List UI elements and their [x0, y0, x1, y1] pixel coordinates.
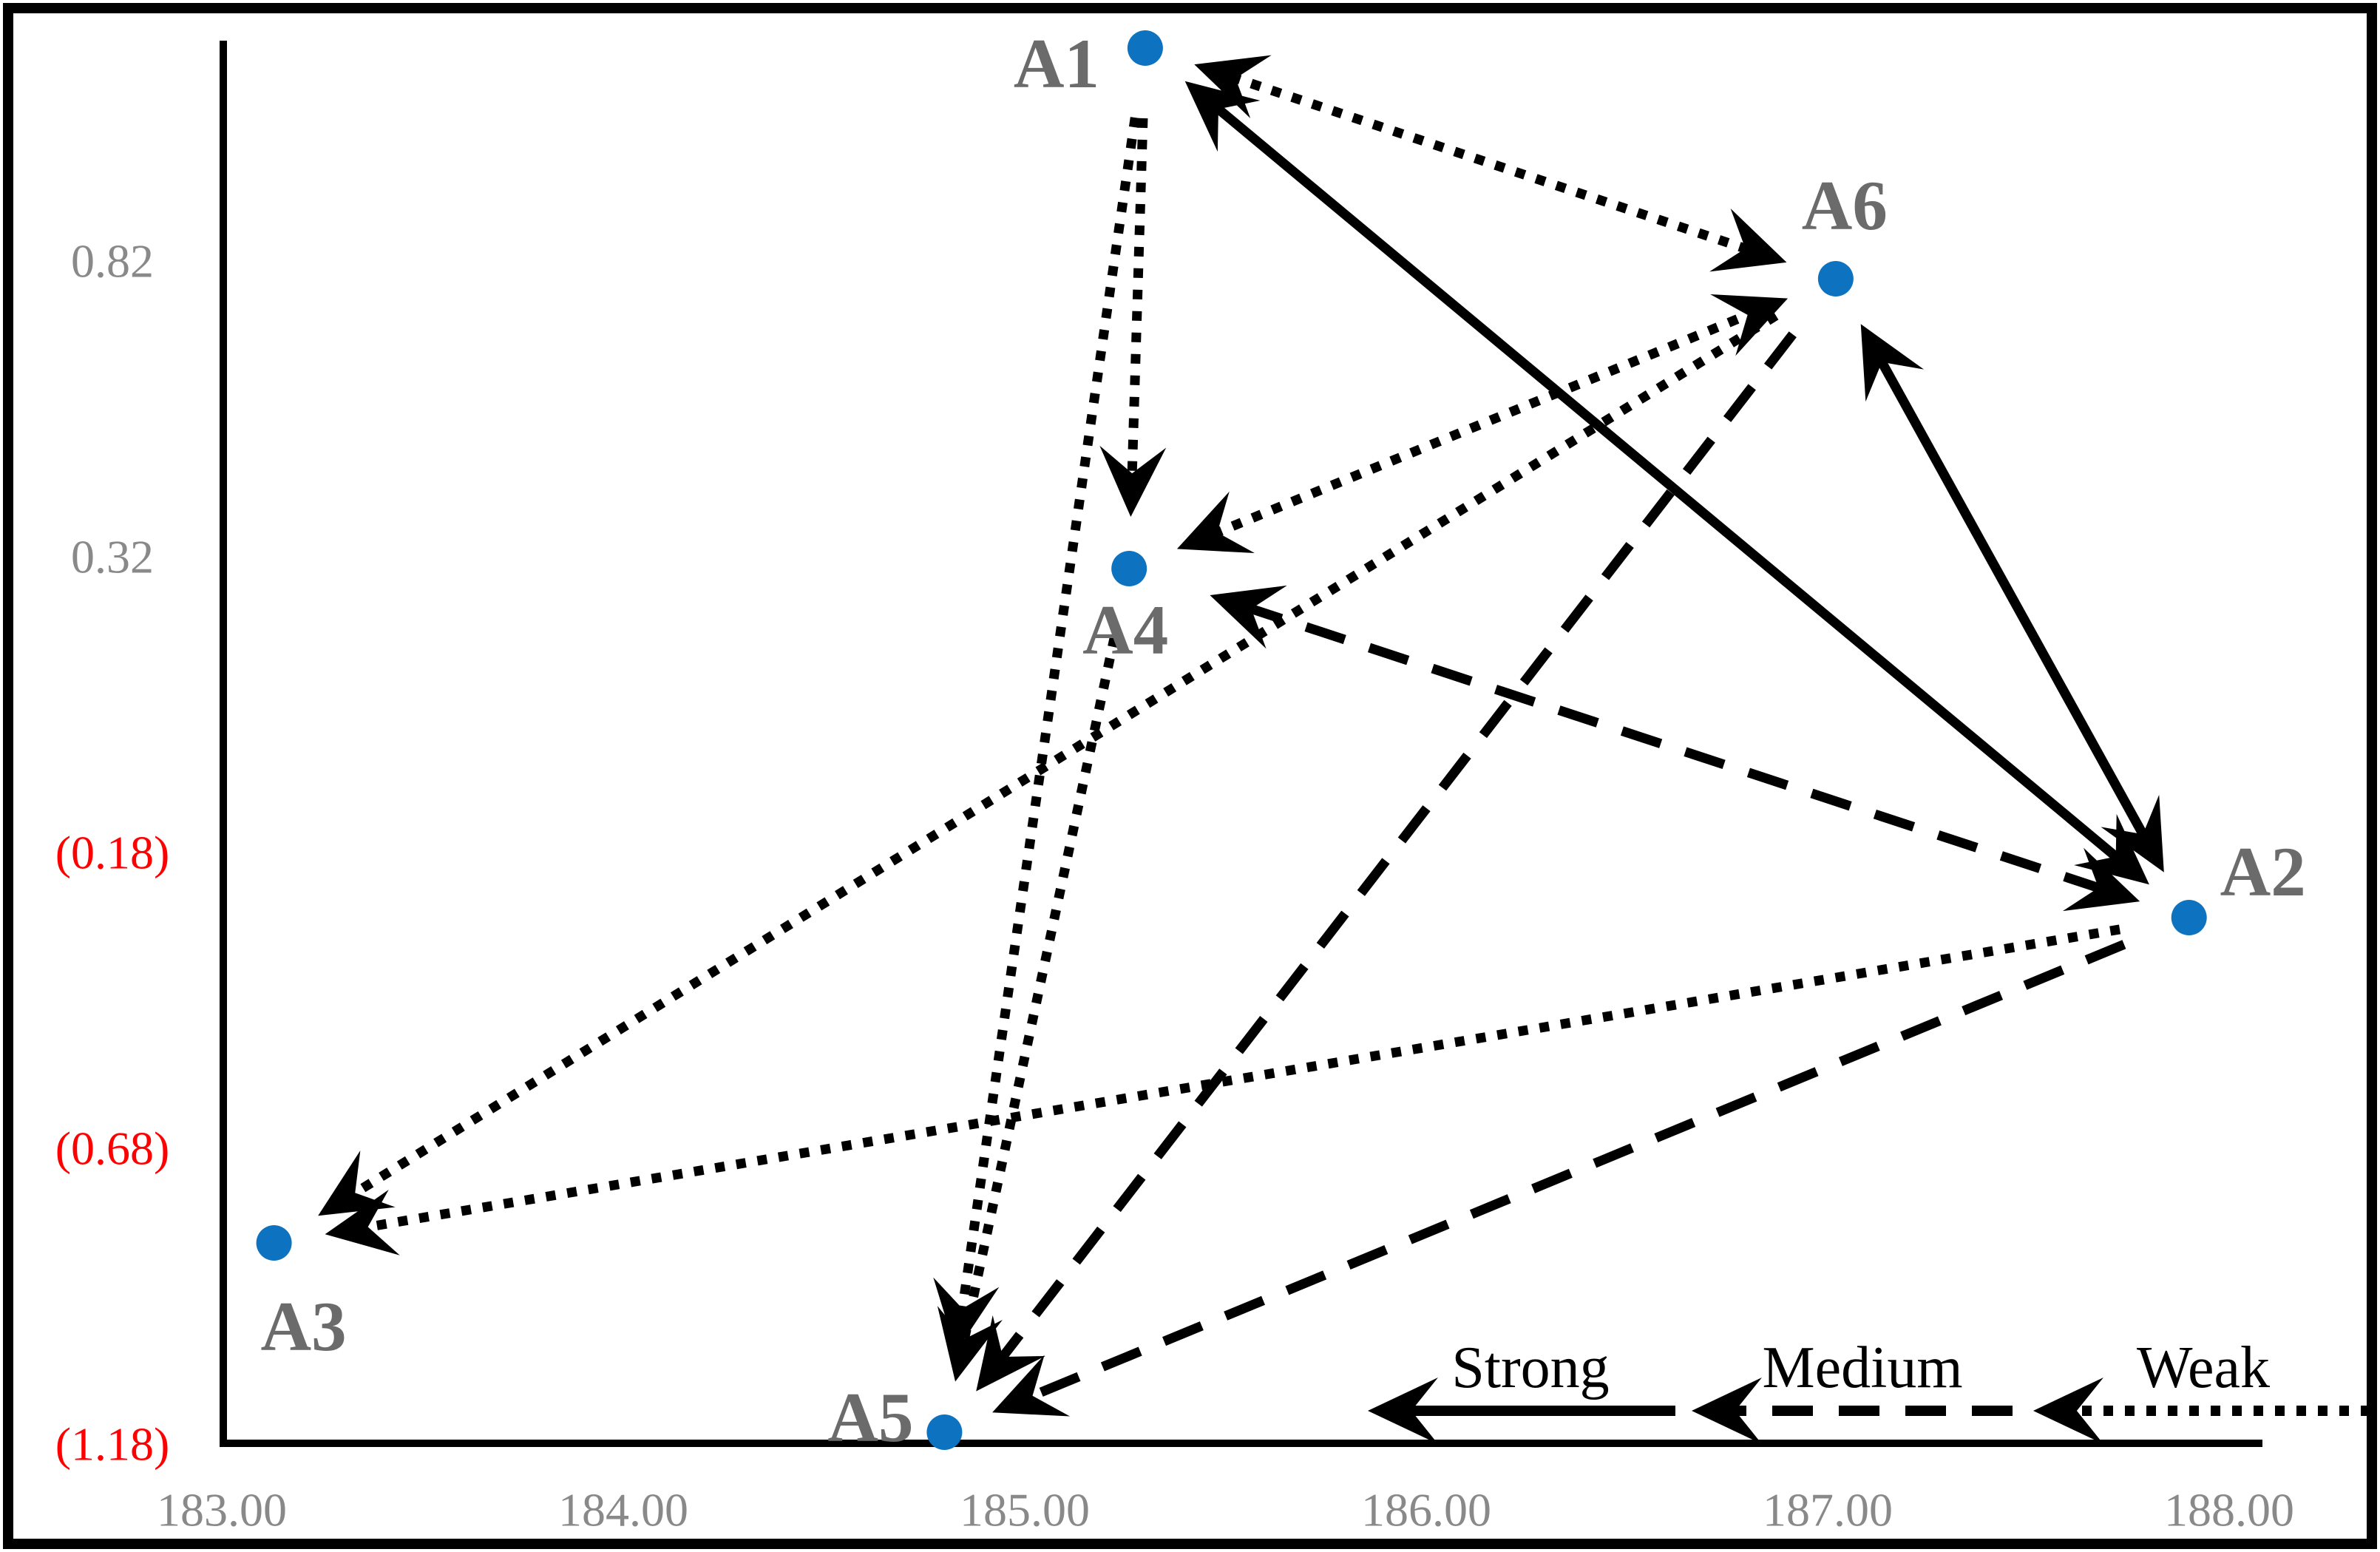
- y-tick-label: (0.18): [55, 827, 170, 879]
- legend-arrowhead-weak: [2033, 1378, 2103, 1444]
- y-tick-label: 0.82: [71, 235, 154, 288]
- arrowhead-into-A1: [1194, 55, 1272, 118]
- edge-A6-A2-strong: [1875, 355, 2150, 841]
- node-dot-A5: [926, 1414, 963, 1450]
- legend-label-strong: Strong: [1451, 1335, 1609, 1400]
- node-label-A1: A1: [1014, 24, 1099, 103]
- node-label-A3: A3: [261, 1287, 347, 1366]
- arrowhead-into-A4: [1099, 445, 1167, 518]
- node-dot-A3: [256, 1225, 292, 1261]
- legend-arrowhead-medium: [1692, 1378, 1762, 1444]
- arrowhead-into-A6: [1710, 294, 1789, 356]
- node-label-A5: A5: [827, 1378, 913, 1457]
- edge-A2-A3-weak: [362, 924, 2121, 1233]
- edge-A1-A6-weak: [1229, 72, 1752, 255]
- node-dot-A2: [2171, 900, 2207, 935]
- x-tick-label: 188.00: [2164, 1484, 2294, 1536]
- legend-arrowhead-strong: [1368, 1378, 1438, 1444]
- legend-label-medium: Medium: [1762, 1335, 1962, 1400]
- figure-border: [3, 3, 2377, 1549]
- edge-A1-A2-strong: [1211, 102, 2123, 864]
- arrowhead-into-A3: [318, 1151, 396, 1216]
- arrowhead-into-A2: [2062, 847, 2140, 912]
- node-dot-A1: [1127, 30, 1163, 66]
- edge-A1-A5-weak: [957, 117, 1140, 1315]
- node-label-A4: A4: [1082, 591, 1168, 669]
- x-tick-label: 183.00: [157, 1484, 287, 1536]
- edge-A2-A5-medium: [1025, 940, 2126, 1403]
- node-label-A2: A2: [2220, 833, 2306, 911]
- edge-A2-A4-medium: [1245, 603, 2105, 894]
- arrowhead-into-A5: [976, 1315, 1045, 1392]
- node-label-A6: A6: [1802, 166, 1888, 245]
- arrowhead-into-A6: [1860, 324, 1925, 402]
- y-tick-label: (1.18): [55, 1418, 170, 1471]
- legend-label-weak: Weak: [2137, 1335, 2270, 1400]
- arrowhead-into-A4: [1210, 585, 1287, 649]
- arrowhead-into-A5: [992, 1355, 1071, 1417]
- arrowhead-into-A6: [1709, 209, 1787, 272]
- arrowhead-into-A3: [325, 1190, 400, 1256]
- y-tick-label: (0.68): [55, 1122, 170, 1175]
- y-tick-label: 0.32: [71, 531, 154, 583]
- arrowhead-into-A4: [1176, 491, 1255, 554]
- x-tick-label: 184.00: [558, 1484, 688, 1536]
- x-tick-label: 185.00: [960, 1484, 1090, 1536]
- edge-A1-A4-weak: [1127, 118, 1148, 479]
- node-dot-A6: [1817, 261, 1854, 296]
- edge-A6-A3-weak: [348, 311, 1779, 1200]
- arrowhead-into-A2: [2101, 794, 2164, 872]
- x-tick-label: 187.00: [1763, 1484, 1893, 1536]
- arrowhead-into-A5: [937, 1306, 1003, 1382]
- edge-A6-A5-medium: [996, 331, 1797, 1364]
- x-tick-label: 186.00: [1361, 1484, 1491, 1536]
- edge-A4-A5-weak: [958, 636, 1119, 1345]
- node-dot-A4: [1111, 551, 1147, 586]
